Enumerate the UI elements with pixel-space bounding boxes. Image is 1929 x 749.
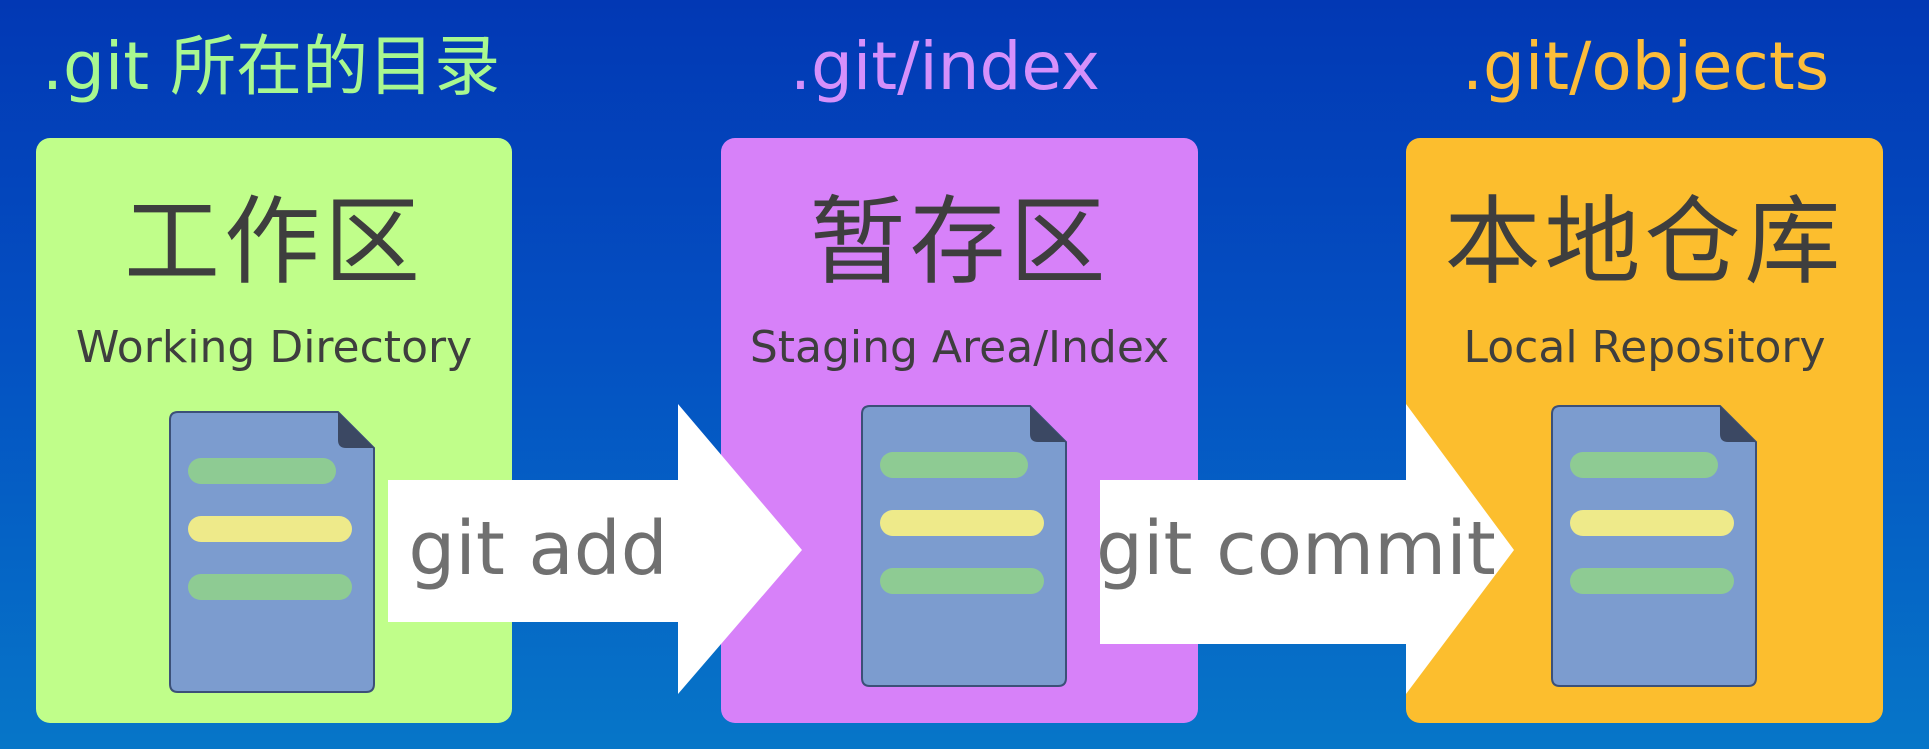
- git-add-label: git add: [408, 506, 668, 592]
- arrow-right-icon: [1100, 404, 1514, 694]
- working-directory-subtitle: Working Directory: [75, 322, 473, 373]
- git-add-arrow: git add: [388, 404, 802, 694]
- git-commit-label: git commit: [1096, 506, 1496, 592]
- working-directory-path-caption: .git 所在的目录: [42, 28, 501, 105]
- local-repository-subtitle: Local Repository: [1463, 322, 1826, 373]
- staging-area-subtitle: Staging Area/Index: [749, 322, 1170, 373]
- staging-area-path-caption: .git/index: [790, 28, 1100, 105]
- document-icon: [169, 411, 375, 693]
- document-icon: [861, 405, 1067, 687]
- repository-path-caption: .git/objects: [1462, 28, 1830, 105]
- git-commit-arrow: git commit: [1096, 404, 1514, 694]
- local-repository-title: 本地仓库: [1444, 186, 1845, 298]
- arrow-right-icon: [388, 404, 802, 694]
- working-directory-title: 工作区: [124, 186, 424, 298]
- document-icon: [1551, 405, 1757, 687]
- staging-area-title: 暂存区: [809, 186, 1110, 298]
